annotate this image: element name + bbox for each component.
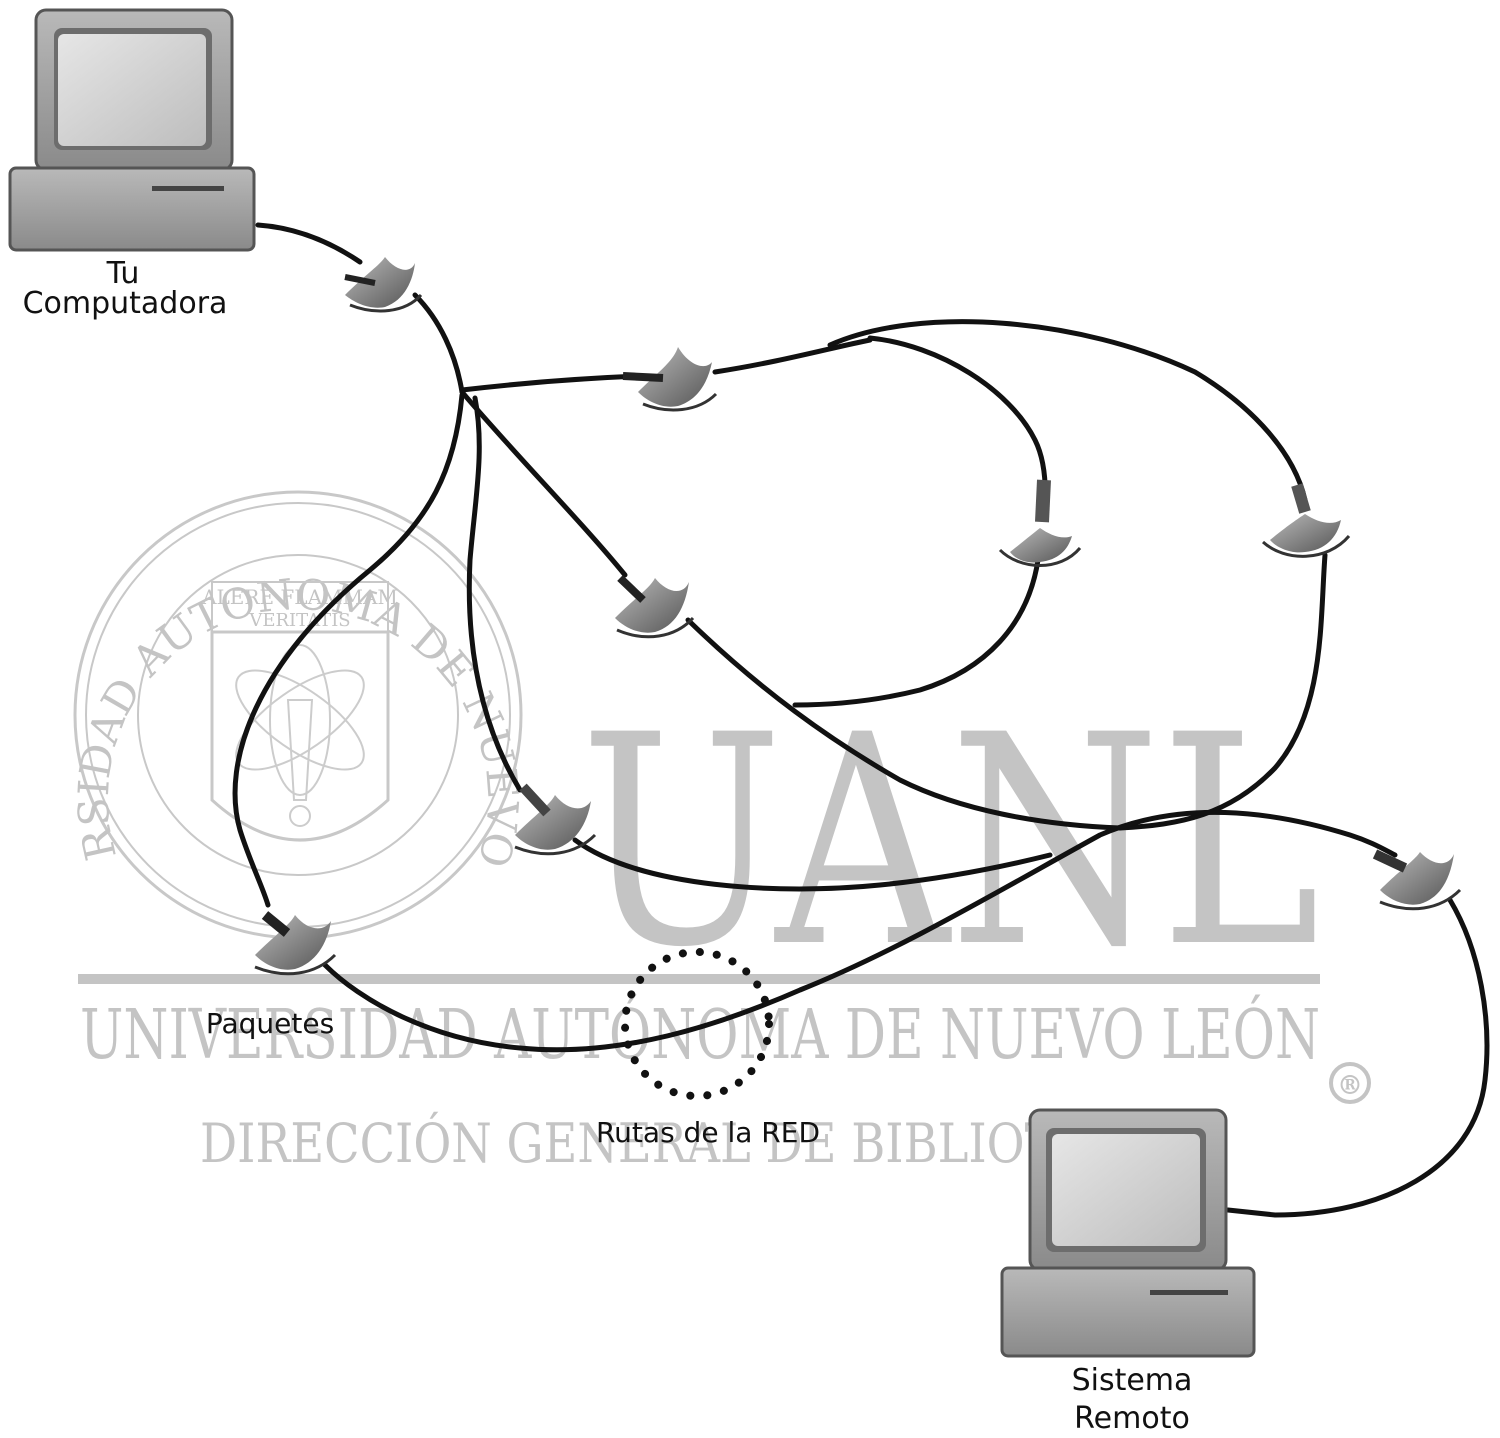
watermark-rule xyxy=(78,974,1320,984)
network-routes-label: Rutas de la RED xyxy=(596,1116,820,1149)
route-node1-to-hub xyxy=(415,295,462,392)
local-computer-label-line2: Computadora xyxy=(23,286,228,321)
packet-node-icon xyxy=(1375,852,1460,909)
packet-node-icon xyxy=(345,257,421,311)
uanl-watermark: UANL xyxy=(580,674,1320,1011)
remote-computer-icon xyxy=(1002,1110,1254,1356)
packets-label: Paquetes xyxy=(206,1007,334,1040)
registered-mark: ® xyxy=(1337,1071,1363,1101)
remote-system-label-line1: Sistema xyxy=(1072,1363,1193,1398)
route-hub-to-node3 xyxy=(462,392,625,575)
route-hub-to-node2 xyxy=(462,376,640,390)
packet-node-icon xyxy=(623,347,716,410)
route-origin-cable xyxy=(258,225,360,262)
route-big-loop xyxy=(830,322,1305,500)
packet-node-icon xyxy=(615,578,693,637)
packet-node-icon xyxy=(1000,480,1080,566)
seal-motto-line1: ALERE FLAMMAM xyxy=(201,585,398,609)
route-node2-onward xyxy=(715,340,870,372)
route-small-loop xyxy=(870,338,1045,505)
seal-motto-line2: VERITATIS xyxy=(248,610,350,631)
local-computer-icon xyxy=(10,10,254,250)
remote-system-label-line2: Remoto xyxy=(1074,1401,1190,1436)
packet-node-icon xyxy=(1263,485,1349,556)
